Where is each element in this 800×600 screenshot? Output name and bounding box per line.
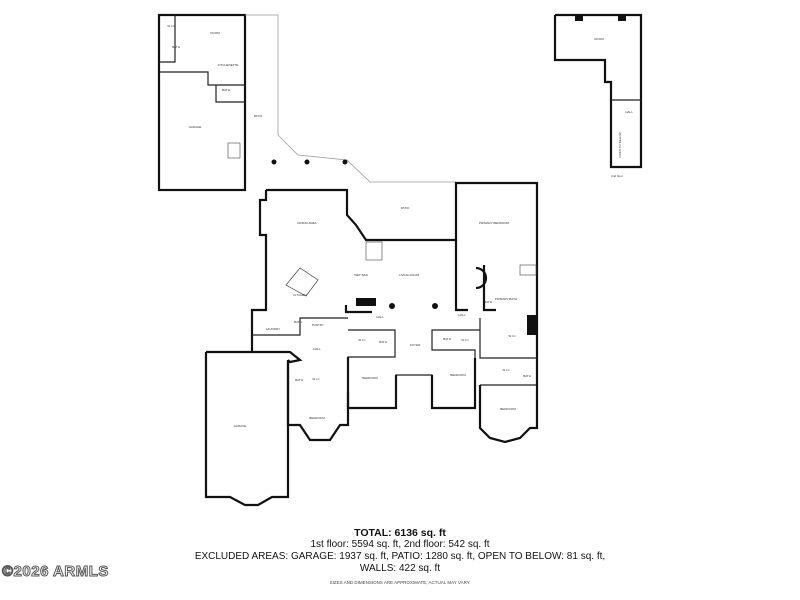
room-label: W.I.C: [508, 334, 516, 338]
room-label: HALL: [313, 347, 321, 351]
watermark: ©2026 ARMLS: [2, 563, 109, 581]
room-label: WET BAR: [354, 273, 368, 277]
room-label: KITCHEN: [293, 293, 306, 297]
room-label: BATH: [443, 337, 451, 341]
room-label: ROOM: [210, 31, 220, 35]
room-label: OPEN TO BELOW: [618, 132, 622, 157]
room-label: FOYER: [410, 343, 421, 347]
room-label: GARAGE: [189, 125, 202, 129]
room-label: BEDROOM: [362, 376, 378, 380]
excluded-areas: EXCLUDED AREAS: GARAGE: 1937 sq. ft, PAT…: [194, 551, 606, 562]
room-label: BEDROOM: [450, 373, 466, 377]
room-label: HALL: [376, 315, 384, 319]
room-label: LAUNDRY: [266, 327, 280, 331]
room-label: W.I.C: [358, 338, 366, 342]
room-labels: W.I.C ROOM BATH KITCHENETTE BATH GARAGE …: [167, 24, 633, 428]
room-label: W.I.C: [502, 368, 510, 372]
room-label: BATH: [523, 374, 531, 378]
total-area: TOTAL: 6136 sq. ft: [354, 527, 446, 539]
casita-building: [157, 13, 247, 192]
room-label: GARAGE: [234, 424, 247, 428]
room-label: BATH: [295, 378, 303, 382]
floor-areas: 1st floor: 5594 sq. ft, 2nd floor: 542 s…: [310, 539, 490, 550]
room-label: DINING AREA: [297, 221, 316, 225]
room-label: BEDROOM: [500, 407, 516, 411]
side-patio-outline: [245, 14, 456, 183]
room-label: HALL: [458, 313, 466, 317]
room-label: BATH: [484, 300, 492, 304]
room-label: BATH: [294, 320, 302, 324]
room-label: PATIO: [254, 114, 263, 118]
room-label: PATIO: [401, 206, 410, 210]
main-house: [250, 181, 539, 444]
room-label: PRIMARY BEDROOM: [479, 221, 509, 225]
room-label: BEDROOM: [309, 416, 325, 420]
room-label: PANTRY: [312, 323, 324, 327]
walls-area: WALLS: 422 sq. ft: [359, 563, 441, 574]
floor-label: 2nd floor: [611, 174, 623, 178]
room-label: W.I.C: [167, 24, 175, 28]
attached-garage: [204, 350, 303, 507]
room-label: BATH: [172, 45, 180, 49]
room-label: W.I.C: [461, 338, 469, 342]
room-label: HALL: [625, 110, 633, 114]
room-label: LIVING ROOM: [399, 273, 420, 277]
room-label: BATH: [379, 340, 387, 344]
room-label: ROOM: [594, 37, 604, 41]
second-floor-plan: [553, 13, 643, 169]
room-label: PRIMARY BATH: [495, 297, 517, 301]
room-label: W.I.C: [312, 377, 320, 381]
room-label: KITCHENETTE: [218, 63, 239, 67]
room-label: BATH: [222, 88, 230, 92]
disclaimer: SIZES AND DIMENSIONS ARE APPROXIMATE, AC…: [329, 580, 471, 585]
